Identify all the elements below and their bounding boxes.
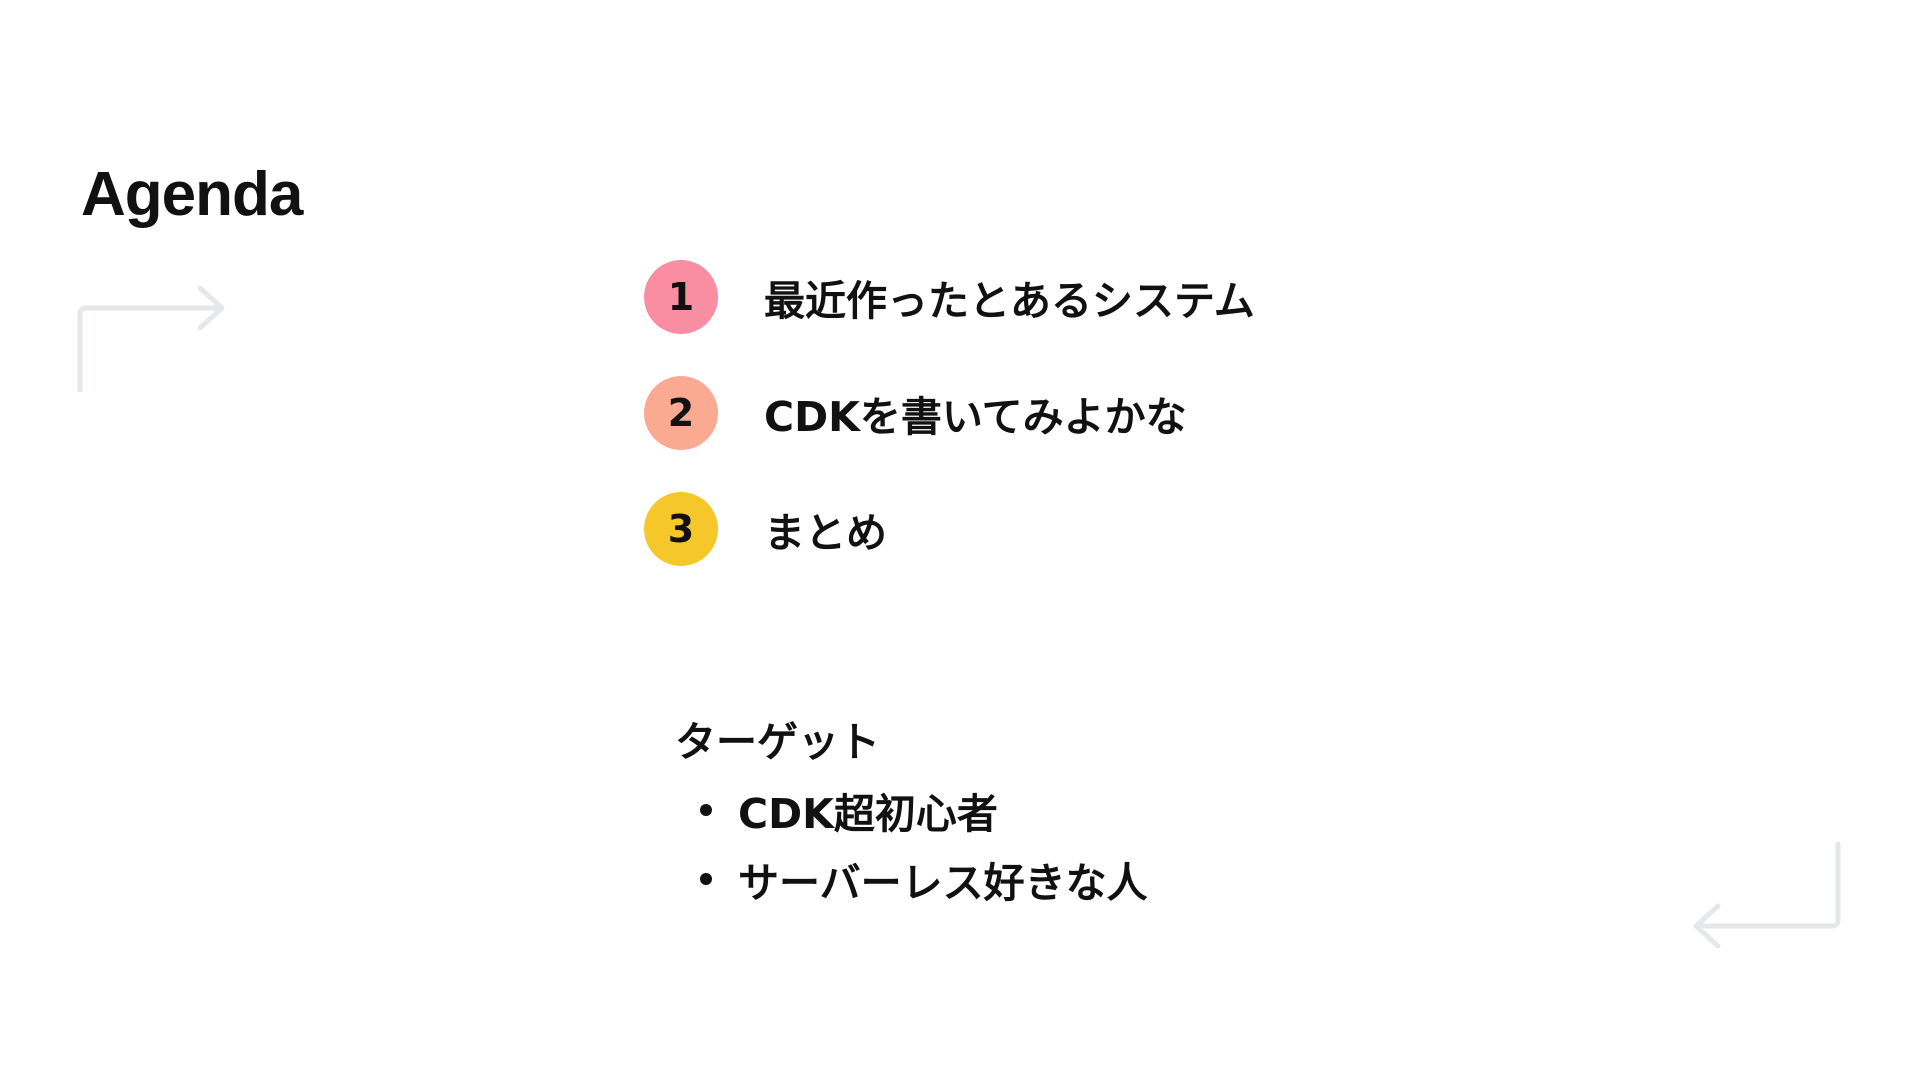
slide-title: Agenda bbox=[81, 159, 303, 229]
agenda-list: 1 最近作ったとあるシステム 2 CDKを書いてみよかな 3 まとめ bbox=[644, 260, 1255, 608]
agenda-number: 2 bbox=[667, 391, 695, 435]
bullet-icon bbox=[700, 804, 712, 816]
agenda-item-2: 2 CDKを書いてみよかな bbox=[644, 376, 1255, 450]
bullet-icon bbox=[700, 873, 712, 885]
corner-arrow-left-icon bbox=[1693, 842, 1841, 949]
target-item-label: サーバーレス好きな人 bbox=[738, 859, 1148, 907]
target-list: CDK超初心者 サーバーレス好きな人 bbox=[675, 782, 1148, 907]
target-section: ターゲット CDK超初心者 サーバーレス好きな人 bbox=[675, 708, 1148, 920]
target-list-item: サーバーレス好きな人 bbox=[675, 851, 1148, 907]
agenda-number-badge: 3 bbox=[644, 492, 718, 566]
agenda-number-badge: 1 bbox=[644, 260, 718, 334]
agenda-item-1: 1 最近作ったとあるシステム bbox=[644, 260, 1255, 334]
agenda-item-label: まとめ bbox=[764, 509, 887, 557]
target-list-item: CDK超初心者 bbox=[675, 782, 1148, 838]
agenda-item-label: 最近作ったとあるシステム bbox=[764, 277, 1255, 325]
agenda-number: 1 bbox=[667, 275, 695, 319]
agenda-item-label: CDKを書いてみよかな bbox=[764, 393, 1187, 441]
agenda-number: 3 bbox=[667, 507, 695, 551]
agenda-number-badge: 2 bbox=[644, 376, 718, 450]
agenda-item-3: 3 まとめ bbox=[644, 492, 1255, 566]
target-item-label: CDK超初心者 bbox=[738, 790, 998, 838]
corner-arrow-right-icon bbox=[77, 285, 225, 392]
target-heading: ターゲット bbox=[675, 718, 880, 766]
